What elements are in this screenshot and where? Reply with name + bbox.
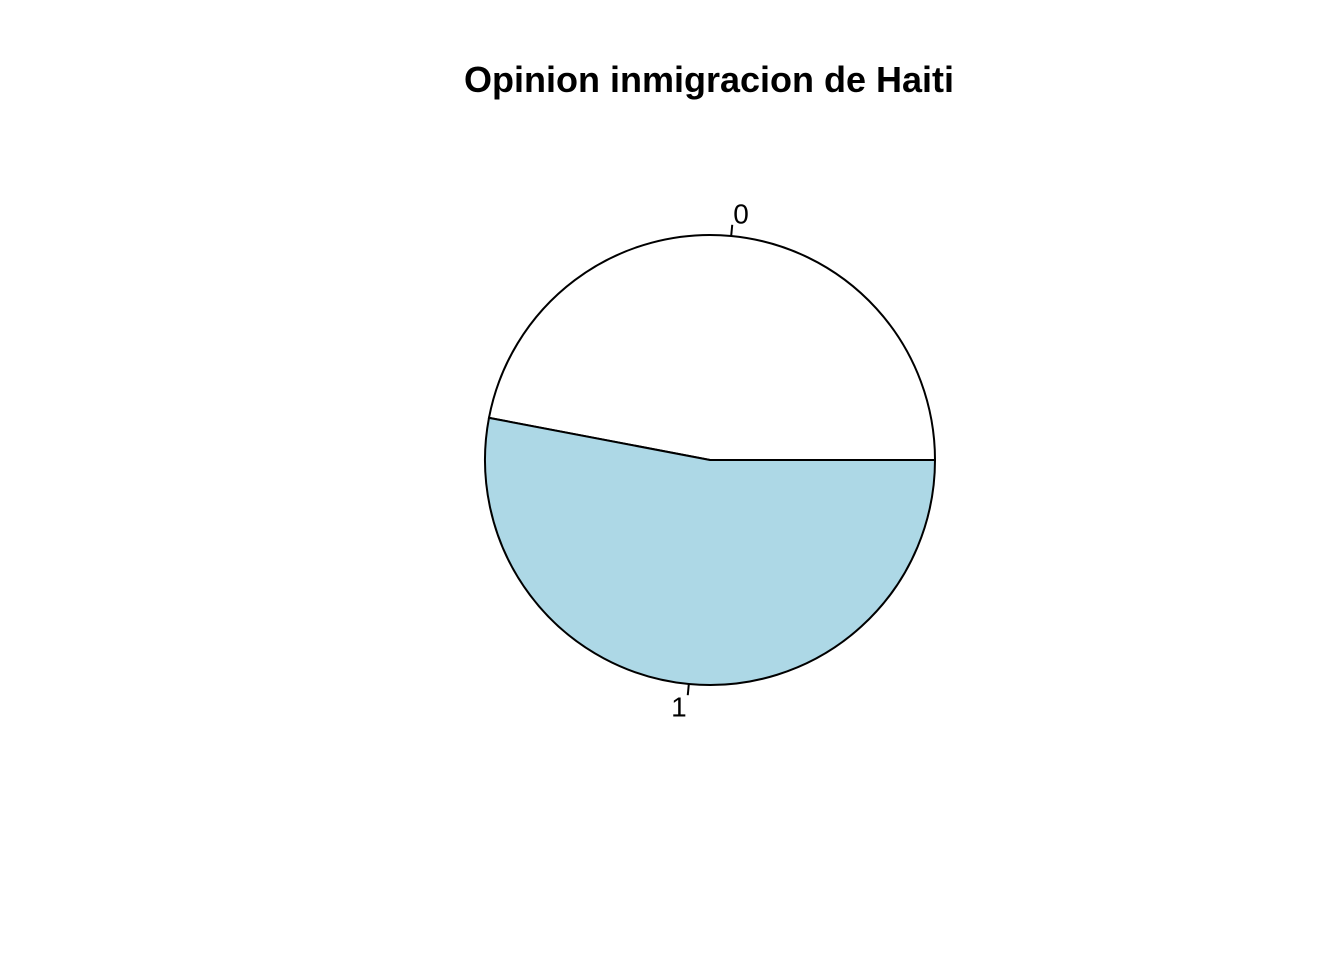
pie-labels: 01 (671, 199, 749, 723)
pie-label-1: 1 (671, 691, 687, 722)
pie-label-tick-0 (730, 224, 734, 237)
pie-label-tick-1 (686, 683, 690, 696)
chart-title: Opinion inmigracion de Haiti (464, 59, 954, 100)
pie-slice-0 (487, 234, 937, 461)
pie-slice-1 (484, 416, 937, 686)
pie-slices (484, 234, 937, 686)
pie-label-0: 0 (733, 199, 749, 230)
